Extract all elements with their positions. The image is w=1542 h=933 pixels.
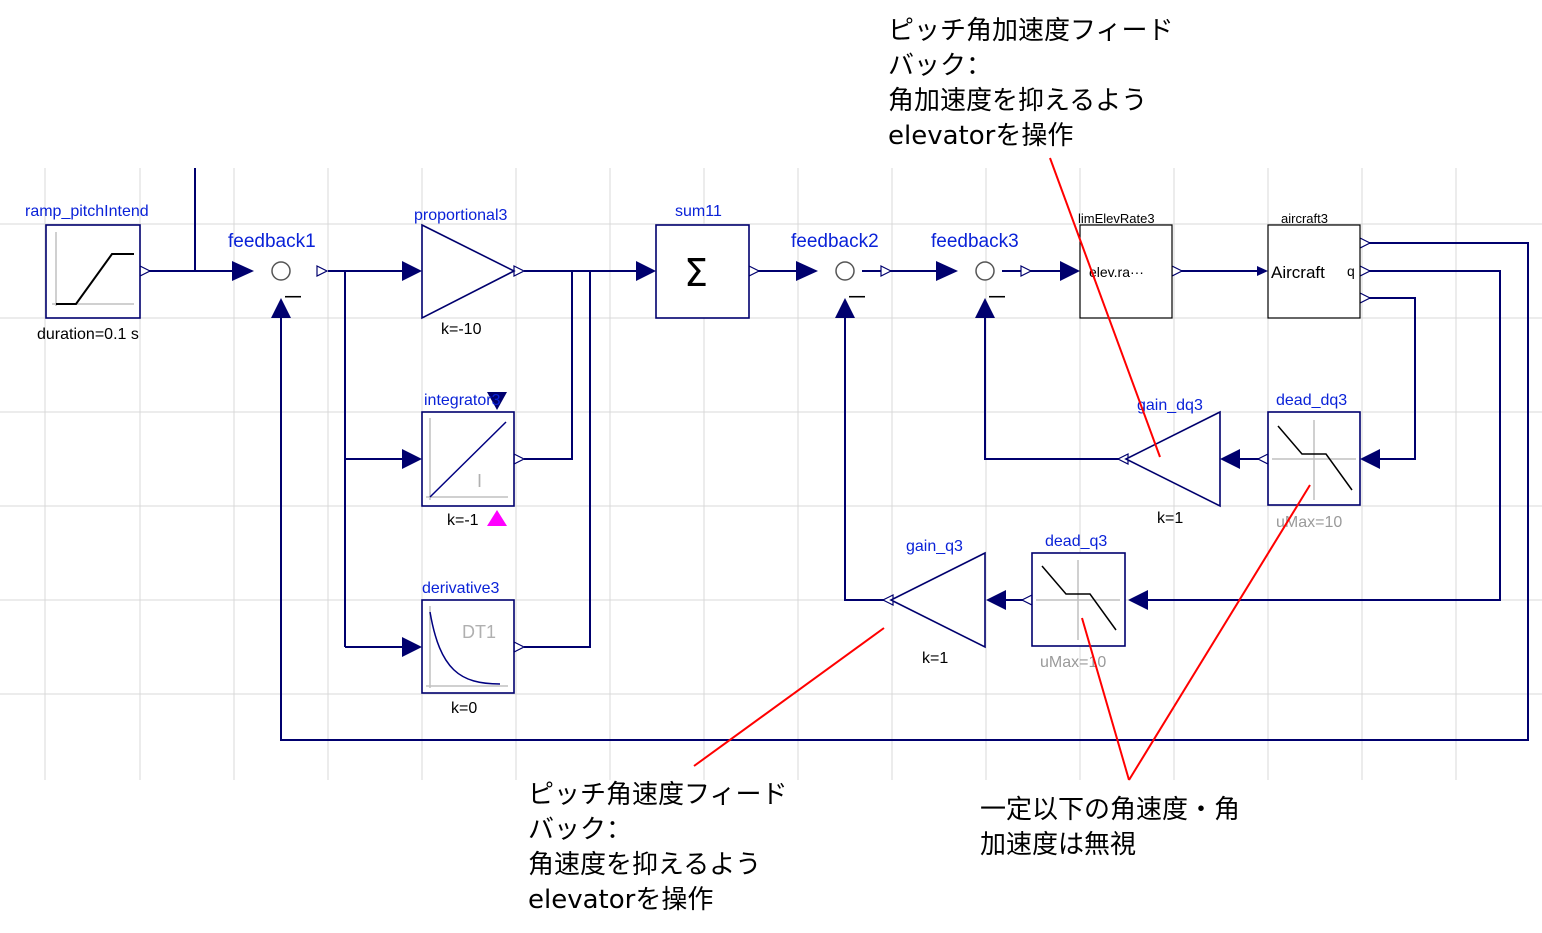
dead-dq-param: uMax=10 bbox=[1276, 514, 1342, 531]
feedback3-name: feedback3 bbox=[931, 231, 1019, 252]
feedback2-minus: — bbox=[849, 288, 865, 305]
feedback3-block[interactable]: feedback3 — bbox=[931, 231, 1019, 305]
ramp-block[interactable]: ramp_pitchIntend duration=0.1 s bbox=[25, 203, 149, 343]
gain-dq-param: k=1 bbox=[1157, 510, 1183, 527]
dead-dq-name: dead_dq3 bbox=[1276, 392, 1347, 409]
gain-dq-name: gain_dq3 bbox=[1137, 397, 1203, 414]
annotation-top-line-2: バック： bbox=[888, 51, 992, 81]
feedback1-minus: — bbox=[285, 288, 301, 305]
annotation-bl-line-4: elevatorを操作 bbox=[528, 885, 713, 915]
dead-dq-block[interactable]: dead_dq3 uMax=10 bbox=[1267, 392, 1361, 531]
aircraft-block[interactable]: aircraft3 Aircraft q bbox=[1267, 211, 1361, 319]
input-port-arrows bbox=[232, 261, 1380, 657]
sigma-icon: Σ bbox=[684, 251, 708, 295]
ramp-block-name: ramp_pitchIntend bbox=[25, 203, 149, 220]
lim-elev-rate-inner: elev.ra··· bbox=[1089, 264, 1144, 280]
integrator-block[interactable]: integrator3 I k=-1 bbox=[421, 392, 515, 529]
derivative-name: derivative3 bbox=[422, 580, 499, 597]
integrator-param: k=-1 bbox=[447, 512, 479, 529]
proportional-param: k=-10 bbox=[441, 321, 482, 338]
sum-block[interactable]: sum11 Σ bbox=[655, 203, 750, 319]
derivative-symbol: DT1 bbox=[462, 622, 496, 642]
feedback1-block[interactable]: feedback1 — bbox=[228, 231, 316, 305]
lim-elev-rate-block[interactable]: limElevRate3 elev.ra··· bbox=[1078, 211, 1173, 319]
proportional-name: proportional3 bbox=[414, 207, 508, 224]
aircraft-inner: Aircraft bbox=[1271, 263, 1325, 282]
annotation-bl-line-3: 角速度を抑えるよう bbox=[528, 850, 761, 880]
ramp-icon bbox=[52, 232, 134, 306]
feedback2-name: feedback2 bbox=[791, 231, 879, 252]
annotation-bl-line-1: ピッチ角速度フィード bbox=[528, 780, 787, 810]
annotation-top-line-1: ピッチ角加速度フィード bbox=[888, 16, 1173, 46]
ramp-block-param: duration=0.1 s bbox=[37, 326, 139, 343]
gain-q-param: k=1 bbox=[922, 650, 948, 667]
annotation-br-line-1: 一定以下の角速度・角 bbox=[980, 795, 1240, 825]
annotation-bottom-left: ピッチ角速度フィード バック： 角速度を抑えるよう elevatorを操作 bbox=[528, 780, 787, 915]
gain-q-name: gain_q3 bbox=[906, 538, 963, 555]
annotation-top-line-4: elevatorを操作 bbox=[888, 121, 1073, 151]
deadzone-icon bbox=[1272, 420, 1356, 500]
reset-marker-icon bbox=[487, 510, 507, 526]
dead-q-param: uMax=10 bbox=[1040, 654, 1106, 671]
sum-name: sum11 bbox=[675, 203, 722, 220]
annotation-top: ピッチ角加速度フィード バック： 角加速度を抑えるよう elevatorを操作 bbox=[888, 16, 1173, 151]
deadzone-icon bbox=[1036, 560, 1120, 640]
derivative-icon bbox=[426, 606, 508, 688]
lim-elev-rate-name: limElevRate3 bbox=[1078, 211, 1155, 226]
gain-dq-block[interactable]: gain_dq3 k=1 bbox=[1124, 397, 1221, 527]
annotation-bottom-right: 一定以下の角速度・角 加速度は無視 bbox=[980, 795, 1240, 860]
integrator-symbol: I bbox=[477, 471, 482, 491]
feedback3-minus: — bbox=[989, 288, 1005, 305]
feedback2-block[interactable]: feedback2 — bbox=[791, 231, 879, 305]
annotation-top-line-3: 角加速度を抑えるよう bbox=[888, 86, 1147, 116]
callout-lines bbox=[693, 157, 1311, 781]
annotation-bl-line-2: バック： bbox=[528, 815, 632, 845]
derivative-param: k=0 bbox=[451, 700, 477, 717]
integrator-icon bbox=[426, 418, 508, 500]
feedback1-name: feedback1 bbox=[228, 231, 316, 252]
aircraft-name: aircraft3 bbox=[1281, 211, 1328, 226]
derivative-block[interactable]: derivative3 DT1 k=0 bbox=[421, 580, 515, 717]
dead-q-block[interactable]: dead_q3 uMax=10 bbox=[1031, 533, 1126, 671]
annotation-br-line-2: 加速度は無視 bbox=[980, 830, 1136, 860]
gain-q-block[interactable]: gain_q3 k=1 bbox=[889, 538, 986, 667]
integrator-name: integrator3 bbox=[424, 392, 501, 409]
aircraft-port-q: q bbox=[1347, 263, 1355, 279]
dead-q-name: dead_q3 bbox=[1045, 533, 1107, 550]
proportional-block[interactable]: proportional3 k=-10 bbox=[414, 207, 516, 338]
